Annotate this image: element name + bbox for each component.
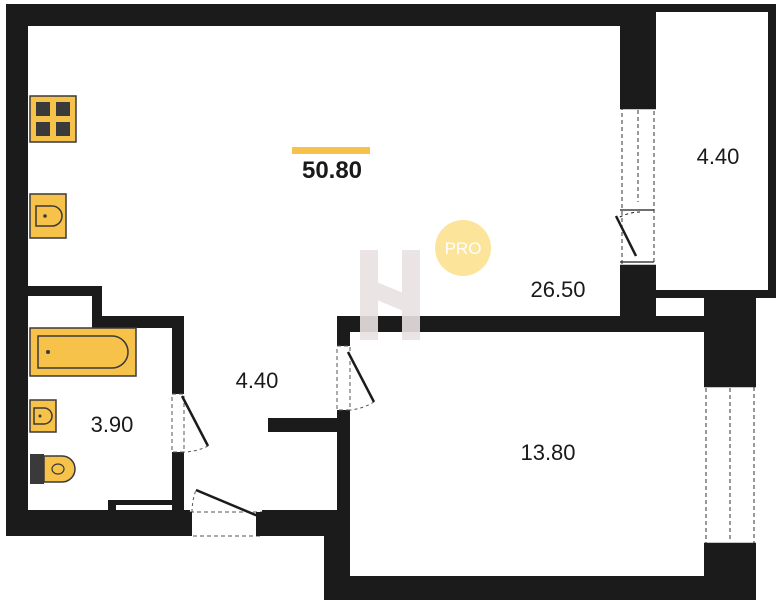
bedroom-door-swing [349,401,375,411]
stove-icon [29,95,77,143]
room-area-balcony: 4.40 [697,144,740,169]
wall-outer-top [6,4,656,26]
wall-bedroom-right-upper [704,298,756,386]
pro-badge-text: PRO [445,239,482,258]
wall-bedroom-bottom [324,576,756,600]
wall-bottom-left [6,510,188,536]
balcony-door-leaf [614,215,638,257]
bathroom-door [171,393,210,453]
room-area-bedroom: 13.80 [520,440,575,465]
wall-bath-top-left [6,286,102,296]
entrance-door-jamb-right [256,512,264,536]
wall-bedroom-left-lower [337,410,350,520]
room-area-bathroom: 3.90 [91,412,134,437]
wall-bottom-notch-gap [116,505,172,510]
room-area-hallway: 4.40 [236,368,279,393]
walls [6,4,776,600]
entrance-door-swing [191,489,197,513]
balcony-door-swing [617,211,641,219]
total-area: 50.80 [302,157,362,184]
toilet-icon [30,454,76,484]
wall-living-right-upper [620,4,656,108]
wall-balcony-bottom [656,290,776,298]
bathroom-door-leaf [180,395,210,447]
wall-entrance-right [262,510,350,536]
entrance-door-leaf [195,488,259,518]
logo-watermark-icon [360,250,420,340]
wall-hall-stub [268,418,342,432]
bathroom-door-swing [183,445,209,453]
wall-bedroom-left-upper [337,316,350,346]
entrance-door [184,488,264,537]
total-area-accent-bar [292,147,370,154]
entrance-door-jamb-left [184,512,192,536]
pro-badge: PRO [435,220,491,276]
entrance-door-opening [189,511,263,537]
bedroom-door [336,345,376,411]
bedroom-door-leaf [346,351,376,403]
balcony-door [614,209,654,263]
wall-balcony-top [656,4,776,12]
wall-bath-right-upper [172,316,184,394]
washbasin-icon [29,399,57,433]
wall-bath-top-notch [92,286,102,316]
wall-outer-left [6,4,28,536]
bathroom-door-opening [171,393,185,453]
room-area-living: 26.50 [530,277,585,302]
wall-living-bedroom [337,316,707,332]
bathtub-icon [29,327,137,377]
kitchen-sink-icon [29,193,67,239]
wall-balcony-right [768,4,776,298]
window-frames [620,106,756,546]
wall-bath-top [92,316,184,328]
wall-living-right-lower [620,266,656,318]
bedroom-door-opening [336,345,351,411]
